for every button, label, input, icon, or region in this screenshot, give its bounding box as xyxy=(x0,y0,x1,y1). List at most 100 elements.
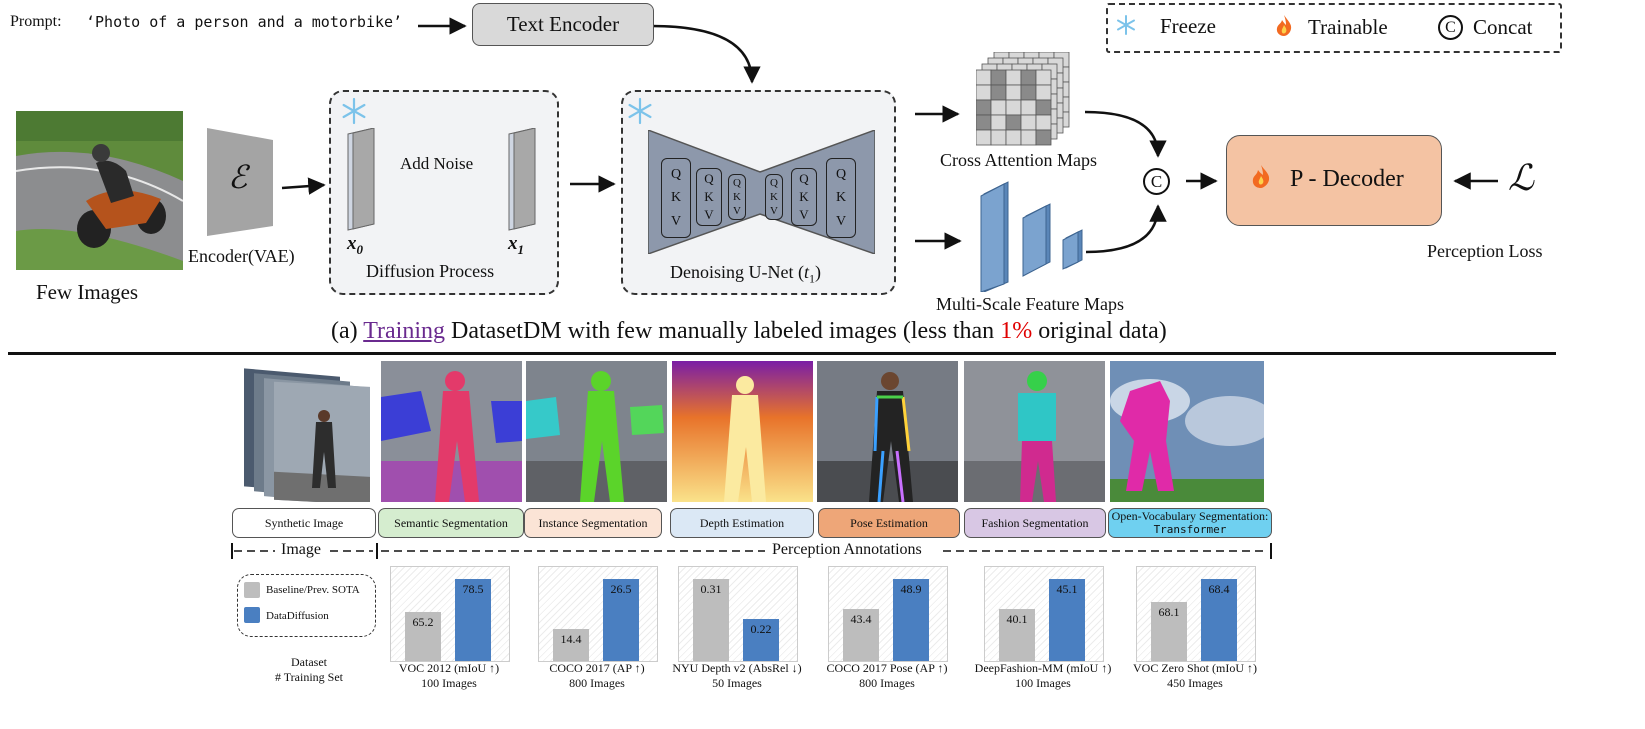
task-label-open-vocabulary-segmentation: Open-Vocabulary Segmentation: Transforme… xyxy=(1108,508,1272,538)
qkv-letter: V xyxy=(770,205,778,217)
annotation-spans xyxy=(231,543,1272,559)
bar-value-label: 65.2 xyxy=(412,614,434,629)
baseline-bar xyxy=(843,608,879,661)
bar-value-label: 0.22 xyxy=(750,622,772,637)
caption-training-link: Training xyxy=(363,318,445,344)
ours-bar xyxy=(603,579,639,661)
baseline-legend-label: Baseline/Prev. SOTA xyxy=(266,584,360,596)
bar-value-label: 0.31 xyxy=(700,582,722,596)
figure-caption: (a) Training DatasetDM with few manually… xyxy=(331,318,1167,344)
bar-chart-panel: 65.2 78.5 xyxy=(390,566,510,662)
concat-node-icon: C xyxy=(1143,168,1170,195)
loss-symbol: ℒ xyxy=(1508,158,1534,199)
pose-estimation-image xyxy=(817,361,958,502)
section-divider xyxy=(8,352,1556,355)
features-to-concat-arrow xyxy=(1085,204,1167,254)
caption-percent: 1% xyxy=(1000,318,1033,344)
bar-value-label: 26.5 xyxy=(610,582,632,596)
legend-freeze: Freeze xyxy=(1160,14,1216,38)
open-vocabulary-image xyxy=(1110,361,1264,502)
add-noise-label: Add Noise xyxy=(400,154,474,173)
legend-box xyxy=(1106,3,1562,53)
ours-bar xyxy=(893,579,929,661)
task-label-synthetic-image: Synthetic Image xyxy=(232,508,376,538)
legend-concat: Concat xyxy=(1473,15,1533,39)
ours-bar xyxy=(1049,579,1085,661)
unet-label: Denoising U-Net (t1) xyxy=(670,262,821,286)
latent-x1 xyxy=(508,128,536,231)
task-label-pose-estimation: Pose Estimation xyxy=(818,508,960,538)
qkv-letter: Q xyxy=(733,177,741,189)
bar-value-label: 68.4 xyxy=(1208,582,1230,596)
baseline-bar xyxy=(405,611,441,661)
cross-attention-label: Cross Attention Maps xyxy=(940,150,1098,170)
annotation-span-label: Perception Annotations xyxy=(772,541,922,558)
qkv-letter: Q xyxy=(770,177,778,189)
bar-chart-panel: 68.1 68.4 xyxy=(1136,566,1256,662)
chart-title: COCO 2017 Pose (AP ↑) xyxy=(826,661,948,675)
bar-value-label: 45.1 xyxy=(1056,582,1078,596)
ours-bar xyxy=(743,619,779,661)
qkv-letter: Q xyxy=(835,166,847,182)
snowflake-icon xyxy=(628,97,652,125)
training-set-label: # Training Set xyxy=(274,670,343,684)
baseline-swatch xyxy=(244,582,260,598)
qkv-letter: K xyxy=(704,189,714,204)
ours-bar xyxy=(1201,579,1237,661)
task-label-semantic-segmentation: Semantic Segmentation xyxy=(378,508,524,538)
prompt-label: Prompt: xyxy=(10,13,62,30)
baseline-bar xyxy=(693,579,729,661)
bar-value-label: 48.9 xyxy=(900,582,922,596)
flame-icon xyxy=(1252,165,1270,188)
qkv-letter: V xyxy=(835,213,847,229)
semantic-segmentation-image xyxy=(381,361,522,502)
x1-label: x1 xyxy=(508,233,524,257)
qkv-letter: V xyxy=(704,207,714,222)
few-images-label: Few Images xyxy=(36,280,139,304)
baseline-bar xyxy=(1151,602,1187,661)
bar-chart-panel: 43.4 48.9 xyxy=(828,566,948,662)
cross-attention-maps xyxy=(976,52,1070,146)
chart-subtitle: 50 Images xyxy=(712,676,762,690)
snowflake-icon xyxy=(1117,15,1135,35)
bar-chart-panel: 14.4 26.5 xyxy=(538,566,658,662)
qkv-letter: Q xyxy=(704,171,714,186)
chart-subtitle: 100 Images xyxy=(1015,676,1071,690)
qkv-letter: K xyxy=(835,190,847,205)
chart-title: VOC 2012 (mIoU ↑) xyxy=(398,661,500,675)
attention-to-concat-arrow xyxy=(1084,110,1167,158)
fashion-segmentation-image xyxy=(964,361,1105,502)
qkv-letter: K xyxy=(733,191,741,203)
flame-icon xyxy=(1276,15,1292,36)
p-decoder-label: P - Decoder xyxy=(1290,166,1404,192)
feature-maps-label: Multi-Scale Feature Maps xyxy=(936,294,1124,314)
chart-title: NYU Depth v2 (AbsRel ↓) xyxy=(672,661,802,675)
multi-scale-feature-maps xyxy=(980,181,1083,292)
bar-value-label: 78.5 xyxy=(462,582,484,596)
bar-legend xyxy=(237,574,376,637)
encoder-symbol: ℰ xyxy=(228,158,248,196)
bar-value-label: 68.1 xyxy=(1158,605,1180,620)
ours-legend-label: DataDiffusion xyxy=(266,610,329,622)
ours-bar xyxy=(455,579,491,661)
qkv-letter: K xyxy=(670,190,682,205)
chart-title: DeepFashion-MM (mIoU ↑) xyxy=(974,661,1112,675)
instance-segmentation-image xyxy=(526,361,667,502)
bar-value-label: 43.4 xyxy=(850,611,872,626)
bar-chart-panel: 0.31 0.22 xyxy=(678,566,798,662)
bar-value-label: 14.4 xyxy=(560,631,582,646)
diffusion-process-label: Diffusion Process xyxy=(366,261,495,281)
encoder-block xyxy=(207,128,273,236)
baseline-bar xyxy=(553,628,589,661)
qkv-letter: V xyxy=(733,205,741,217)
synthetic-image-stack xyxy=(244,368,370,502)
text-encoder-box: Text Encoder xyxy=(472,3,654,46)
legend-trainable: Trainable xyxy=(1308,15,1388,39)
baseline-bar xyxy=(999,608,1035,661)
text-encoder-label: Text Encoder xyxy=(506,12,620,36)
